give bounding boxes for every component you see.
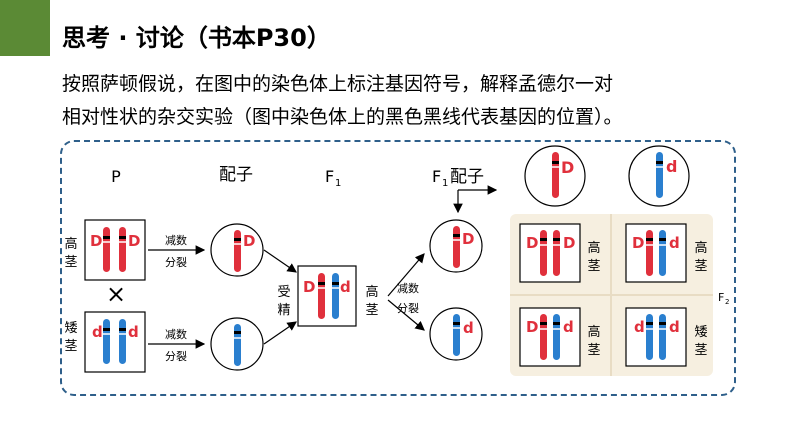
gene-cell3-b: d — [563, 318, 574, 336]
meiosis-tall-2: 分裂 — [165, 256, 187, 269]
cell3-trait-2: 茎 — [587, 343, 600, 358]
label-f1-gametes: F 1 配子 — [432, 167, 484, 189]
p-tall-box — [84, 219, 146, 281]
punnett-cell-1: D D 高 茎 — [519, 223, 601, 283]
p-short-box — [84, 311, 146, 373]
cell4-trait-2: 茎 — [694, 343, 707, 358]
trait-short-1: 矮 — [64, 321, 77, 336]
label-p: P — [111, 167, 121, 186]
task-description: 按照萨顿假说，在图中的染色体上标注基因符号，解释孟德尔一对 相对性状的杂交实验（… — [62, 68, 782, 134]
label-f1: F 1 — [325, 167, 341, 189]
cell1-trait-2: 茎 — [587, 259, 600, 274]
cross-symbol: × — [106, 280, 126, 308]
meiosis-tall-1: 减数 — [165, 234, 187, 247]
f1-meiosis-arrow-down — [387, 299, 425, 331]
gene-p-tall-2: D — [128, 232, 140, 250]
gene-p-tall-1: D — [90, 232, 102, 250]
gene-top-r: d — [666, 157, 677, 176]
cell3-trait-1: 高 — [587, 324, 600, 340]
cell1-trait-1: 高 — [587, 240, 600, 256]
f1-meiosis-2: 分裂 — [397, 302, 419, 315]
gene-cell1-a: D — [526, 234, 538, 252]
gene-cell1-b: D — [563, 234, 575, 252]
gene-f1-d: D — [303, 278, 315, 296]
diagram-frame — [60, 140, 736, 396]
gene-cell4-b: d — [669, 318, 680, 336]
label-f2-base: F — [718, 291, 724, 304]
fertilization-arrow-upper — [263, 249, 297, 273]
f1-box — [297, 265, 357, 327]
p-tall-chromosomes — [103, 227, 126, 272]
gene-p-short-2: d — [128, 323, 139, 341]
label-f2-sub: 2 — [725, 298, 729, 306]
gene-f1-r: d — [340, 278, 351, 296]
meiosis-short-1: 减数 — [165, 328, 187, 341]
description-line-1: 按照萨顿假说，在图中的染色体上标注基因符号，解释孟德尔一对 — [62, 73, 614, 95]
label-f1-base: F — [325, 167, 334, 186]
gene-f1-gamete-upper: D — [462, 230, 474, 248]
fert-label-1: 受 — [277, 285, 290, 300]
gene-cell2-a: D — [632, 234, 644, 252]
label-f1-sub: 1 — [335, 178, 341, 189]
punnett-cell-2: D d 高 茎 — [625, 223, 708, 283]
f1-trait-2: 茎 — [365, 303, 378, 318]
trait-tall-1: 高 — [64, 236, 77, 252]
fertilization-arrow-lower — [263, 321, 297, 345]
gene-cell3-a: D — [526, 318, 538, 336]
label-gametes: 配子 — [219, 165, 253, 185]
f1-chromosomes — [318, 273, 339, 319]
cell4-trait-1: 矮 — [694, 325, 707, 340]
f1-meiosis-1: 减数 — [397, 282, 419, 295]
p-short-chromosomes — [103, 319, 126, 364]
trait-tall-2: 茎 — [64, 255, 77, 270]
punnett-cell-4: d d 矮 茎 — [625, 307, 708, 367]
cell2-trait-1: 高 — [694, 240, 707, 256]
f1-meiosis-arrow-up — [387, 253, 425, 297]
f1-trait-1: 高 — [365, 284, 378, 300]
page-title: 思考 · 讨论（书本P30） — [62, 24, 331, 52]
gene-f1-gamete-lower: d — [463, 319, 474, 337]
title-accent-bar — [0, 0, 50, 56]
gene-gamete-upper: D — [243, 232, 255, 250]
description-line-2: 相对性状的杂交实验（图中染色体上的黑色黑线代表基因的位置）。 — [62, 106, 623, 128]
label-f1-gametes-suffix: 配子 — [450, 167, 484, 187]
fert-label-2: 精 — [277, 303, 290, 318]
punnett-cell-3: D d 高 茎 — [519, 307, 601, 367]
label-f1-gametes-sub: 1 — [442, 178, 448, 189]
trait-short-2: 茎 — [64, 339, 77, 354]
cell2-trait-2: 茎 — [694, 259, 707, 274]
gene-cell2-b: d — [669, 234, 680, 252]
gene-cell4-a: d — [634, 318, 645, 336]
label-f2: F 2 — [718, 291, 729, 306]
meiosis-short-2: 分裂 — [165, 350, 187, 363]
gene-p-short-1: d — [92, 323, 103, 341]
gene-top-d: D — [561, 158, 574, 177]
label-f1-gametes-base: F — [432, 167, 441, 186]
